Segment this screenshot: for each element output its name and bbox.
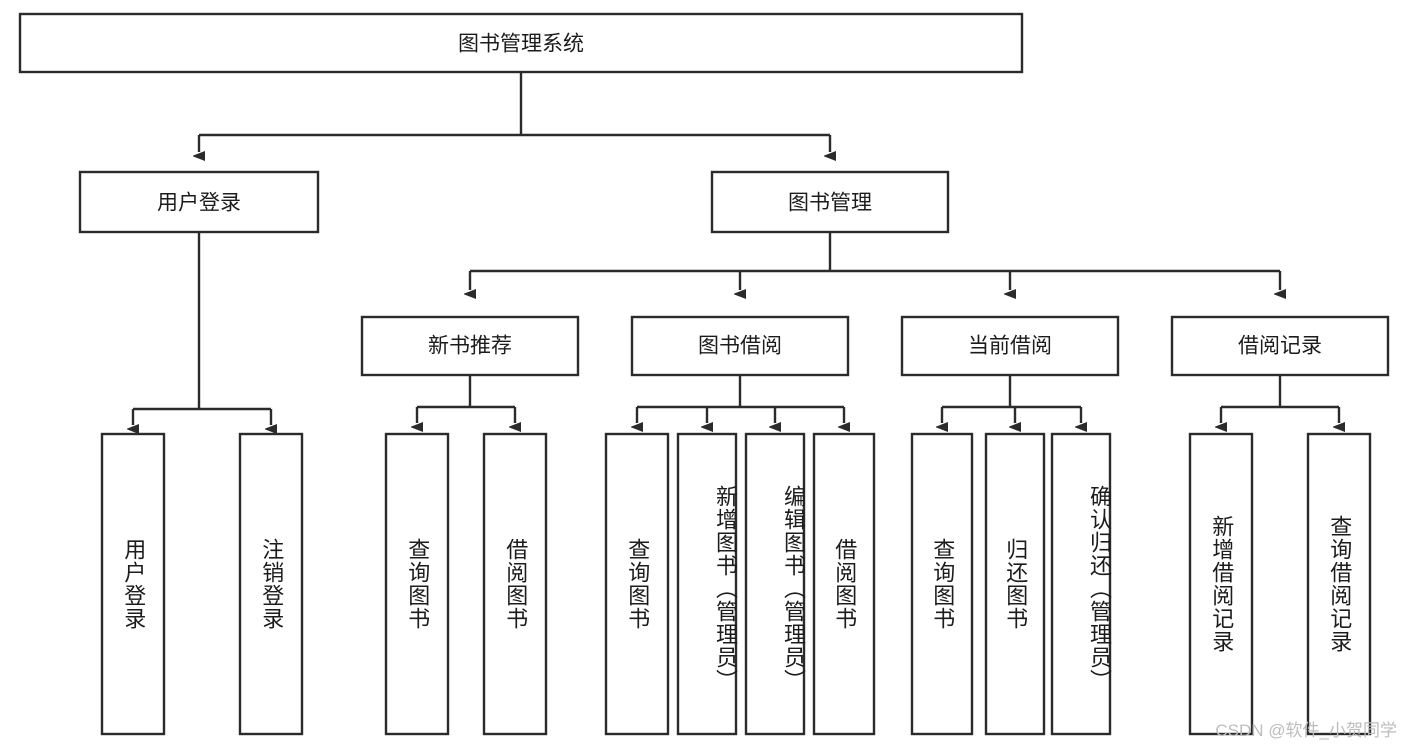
node-current-borrow-label: 当前借阅	[968, 335, 1052, 358]
leaf-box-edit-book[interactable]	[744, 432, 806, 736]
connector-bookmgmt-bus	[470, 232, 1280, 290]
node-book-borrow[interactable]: 图书借阅	[630, 315, 850, 377]
node-current-borrow[interactable]: 当前借阅	[900, 315, 1120, 377]
node-book-borrow-label: 图书借阅	[698, 335, 782, 358]
node-borrow-record[interactable]: 借阅记录	[1170, 315, 1390, 377]
leaf-box-query-record[interactable]	[1306, 432, 1372, 736]
leaf-box-query-book-b[interactable]	[604, 432, 670, 736]
leaf-box-confirm-return[interactable]	[1050, 432, 1112, 736]
node-user-login[interactable]: 用户登录	[78, 170, 320, 234]
node-borrow-record-label: 借阅记录	[1238, 335, 1322, 358]
leaf-box-return-book[interactable]	[984, 432, 1046, 736]
leaf-box-add-book[interactable]	[676, 432, 738, 736]
leaf-box-borrow-book-a[interactable]	[482, 432, 548, 736]
leaf-box-add-record[interactable]	[1188, 432, 1254, 736]
leaf-box-user-logout[interactable]	[238, 432, 304, 736]
leaf-box-query-book-c[interactable]	[910, 432, 974, 736]
connector-borrowrecord-bus	[1221, 375, 1339, 423]
node-root-label: 图书管理系统	[458, 33, 584, 56]
connector-bookborrow-bus	[637, 375, 844, 423]
leaf-box-user-login[interactable]	[100, 432, 166, 736]
leaf-box-query-book-a[interactable]	[384, 432, 450, 736]
connector-newbook-bus	[417, 375, 515, 423]
node-root[interactable]: 图书管理系统	[18, 12, 1024, 74]
node-book-management[interactable]: 图书管理	[710, 170, 950, 234]
leaf-box-borrow-book-b[interactable]	[812, 432, 876, 736]
node-book-management-label: 图书管理	[788, 192, 872, 215]
node-user-login-label: 用户登录	[157, 192, 241, 215]
node-new-book-recommend[interactable]: 新书推荐	[360, 315, 580, 377]
connector-currentborrow-bus	[942, 375, 1081, 423]
connector-root-bus	[199, 72, 830, 152]
node-new-book-recommend-label: 新书推荐	[428, 335, 512, 358]
connector-userlogin-bus	[133, 232, 271, 425]
